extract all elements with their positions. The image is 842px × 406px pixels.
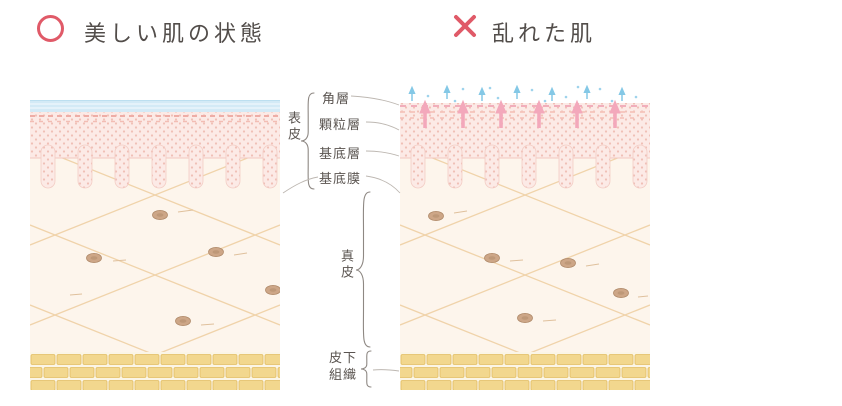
stratum-corneum-label: 角層 xyxy=(322,91,351,106)
irritation-arrows xyxy=(419,99,621,128)
epidermis-layer xyxy=(400,103,650,189)
subcutaneous-layer xyxy=(400,352,650,390)
damaged-skin-diagram xyxy=(400,85,650,390)
bad-title: 乱れた肌 xyxy=(492,21,597,46)
dermis-layer xyxy=(400,158,650,352)
moisture-escape-arrows xyxy=(408,85,638,103)
fibroblast-cells xyxy=(428,210,649,323)
basement-membrane-label: 基底膜 xyxy=(319,171,362,186)
subcutaneous-layer xyxy=(30,352,280,390)
stratum-corneum-layer xyxy=(30,100,280,112)
good-circle-icon xyxy=(37,15,64,42)
moisture-droplets xyxy=(426,85,638,103)
broken-stratum-corneum-dashes xyxy=(400,105,650,119)
membrane-connector-left xyxy=(282,176,319,194)
subcutaneous-connector xyxy=(372,369,400,372)
epidermis-label: 表皮 xyxy=(286,111,301,143)
corneum-connector xyxy=(350,95,400,106)
membrane-connector-right xyxy=(365,175,401,194)
good-title: 美しい肌の状態 xyxy=(84,21,267,46)
dermis-label: 真皮 xyxy=(339,249,354,281)
bad-cross-icon xyxy=(454,15,476,37)
rete-ridges xyxy=(40,144,278,189)
subcutaneous-brace xyxy=(360,350,372,388)
granular-connector xyxy=(365,121,400,131)
basal-layer-label: 基底層 xyxy=(319,146,362,161)
rete-ridges xyxy=(410,144,648,189)
granular-layer-label: 顆粒層 xyxy=(319,117,362,132)
basal-connector xyxy=(365,150,400,157)
subcutaneous-tissue-label: 皮下組織 xyxy=(329,350,358,382)
dermis-brace xyxy=(355,191,371,348)
dermis-layer xyxy=(30,158,280,352)
healthy-skin-diagram xyxy=(30,100,280,390)
epidermis-layer xyxy=(30,112,280,189)
fibroblast-cells xyxy=(69,209,280,326)
